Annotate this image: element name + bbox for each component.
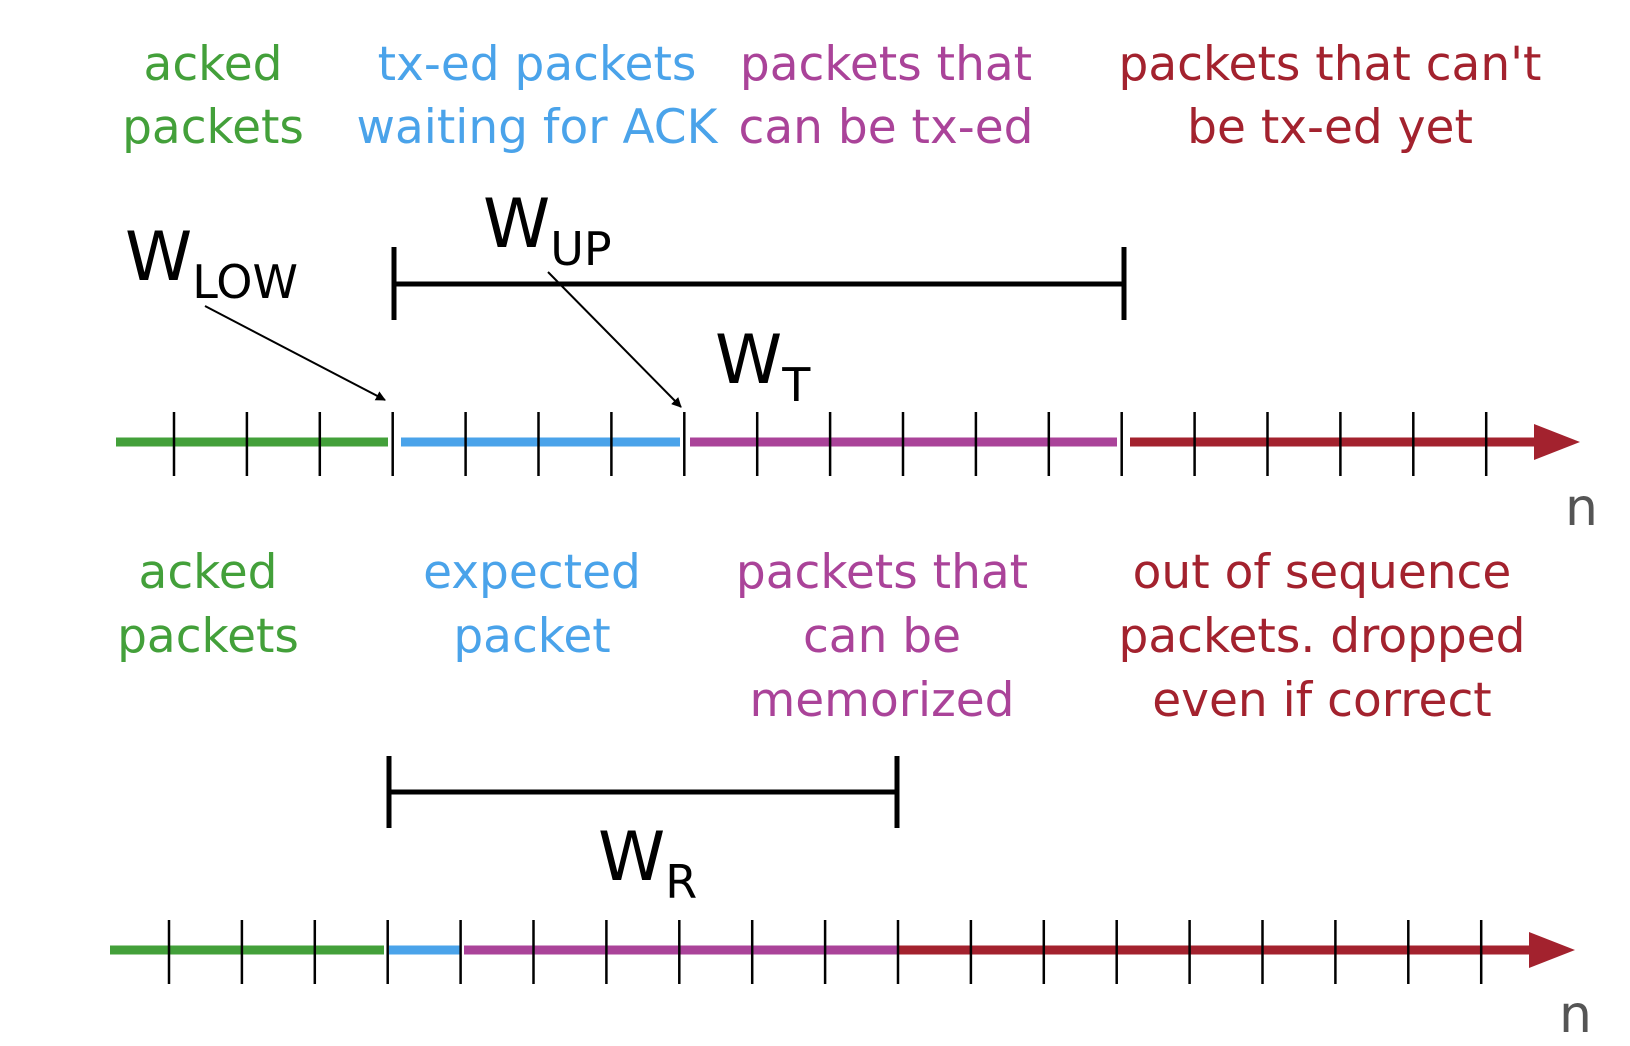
top-cant-tx-label-line1: packets that can't <box>1119 37 1542 92</box>
w-t-label: WT <box>715 321 811 412</box>
bottom-out-of-seq-label-line2: packets. dropped <box>1118 609 1525 664</box>
w-r-label: WR <box>598 818 697 909</box>
w-low-pointer-arrow <box>204 305 386 401</box>
bottom-axis <box>110 920 1575 984</box>
bottom-memorized-label-line3: memorized <box>749 673 1014 728</box>
top-waiting-label-line1: tx-ed packets <box>378 37 697 92</box>
bottom-out-of-seq-label-line3: even if correct <box>1152 673 1492 728</box>
w-low-label: WLOW <box>125 218 298 309</box>
bottom-axis-arrowhead <box>1529 932 1575 968</box>
bottom-memorized-label-line1: packets that <box>736 545 1028 600</box>
bottom-out-of-seq-label-line1: out of sequence <box>1133 545 1512 600</box>
top-axis <box>116 412 1580 476</box>
top-can-tx-label-line2: can be tx-ed <box>738 100 1033 155</box>
w-r-window-bracket <box>386 756 900 828</box>
top-labels: acked packets tx-ed packets waiting for … <box>122 37 1541 155</box>
w-up-pointer-arrow <box>547 271 682 408</box>
bottom-expected-label-line2: packet <box>453 609 610 664</box>
top-can-tx-label-line1: packets that <box>740 37 1032 92</box>
bottom-memorized-label-line2: can be <box>803 609 961 664</box>
top-ticks <box>172 412 1488 476</box>
top-axis-label: n <box>1565 478 1598 538</box>
top-cant-tx-label-line2: be tx-ed yet <box>1187 100 1473 155</box>
w-up-label: WUP <box>483 185 612 276</box>
w-t-window-bracket <box>391 247 1127 320</box>
bottom-labels: acked packets expected packet packets th… <box>117 545 1525 728</box>
top-acked-label-line2: packets <box>122 100 304 155</box>
top-acked-label-line1: acked <box>144 37 283 92</box>
bottom-acked-label-line2: packets <box>117 609 299 664</box>
bottom-ticks <box>167 920 1483 984</box>
bottom-acked-label-line1: acked <box>139 545 278 600</box>
top-axis-arrowhead <box>1534 424 1580 460</box>
top-waiting-label-line2: waiting for ACK <box>357 100 719 155</box>
bottom-axis-label: n <box>1559 985 1592 1045</box>
bottom-expected-label-line1: expected <box>423 545 641 600</box>
